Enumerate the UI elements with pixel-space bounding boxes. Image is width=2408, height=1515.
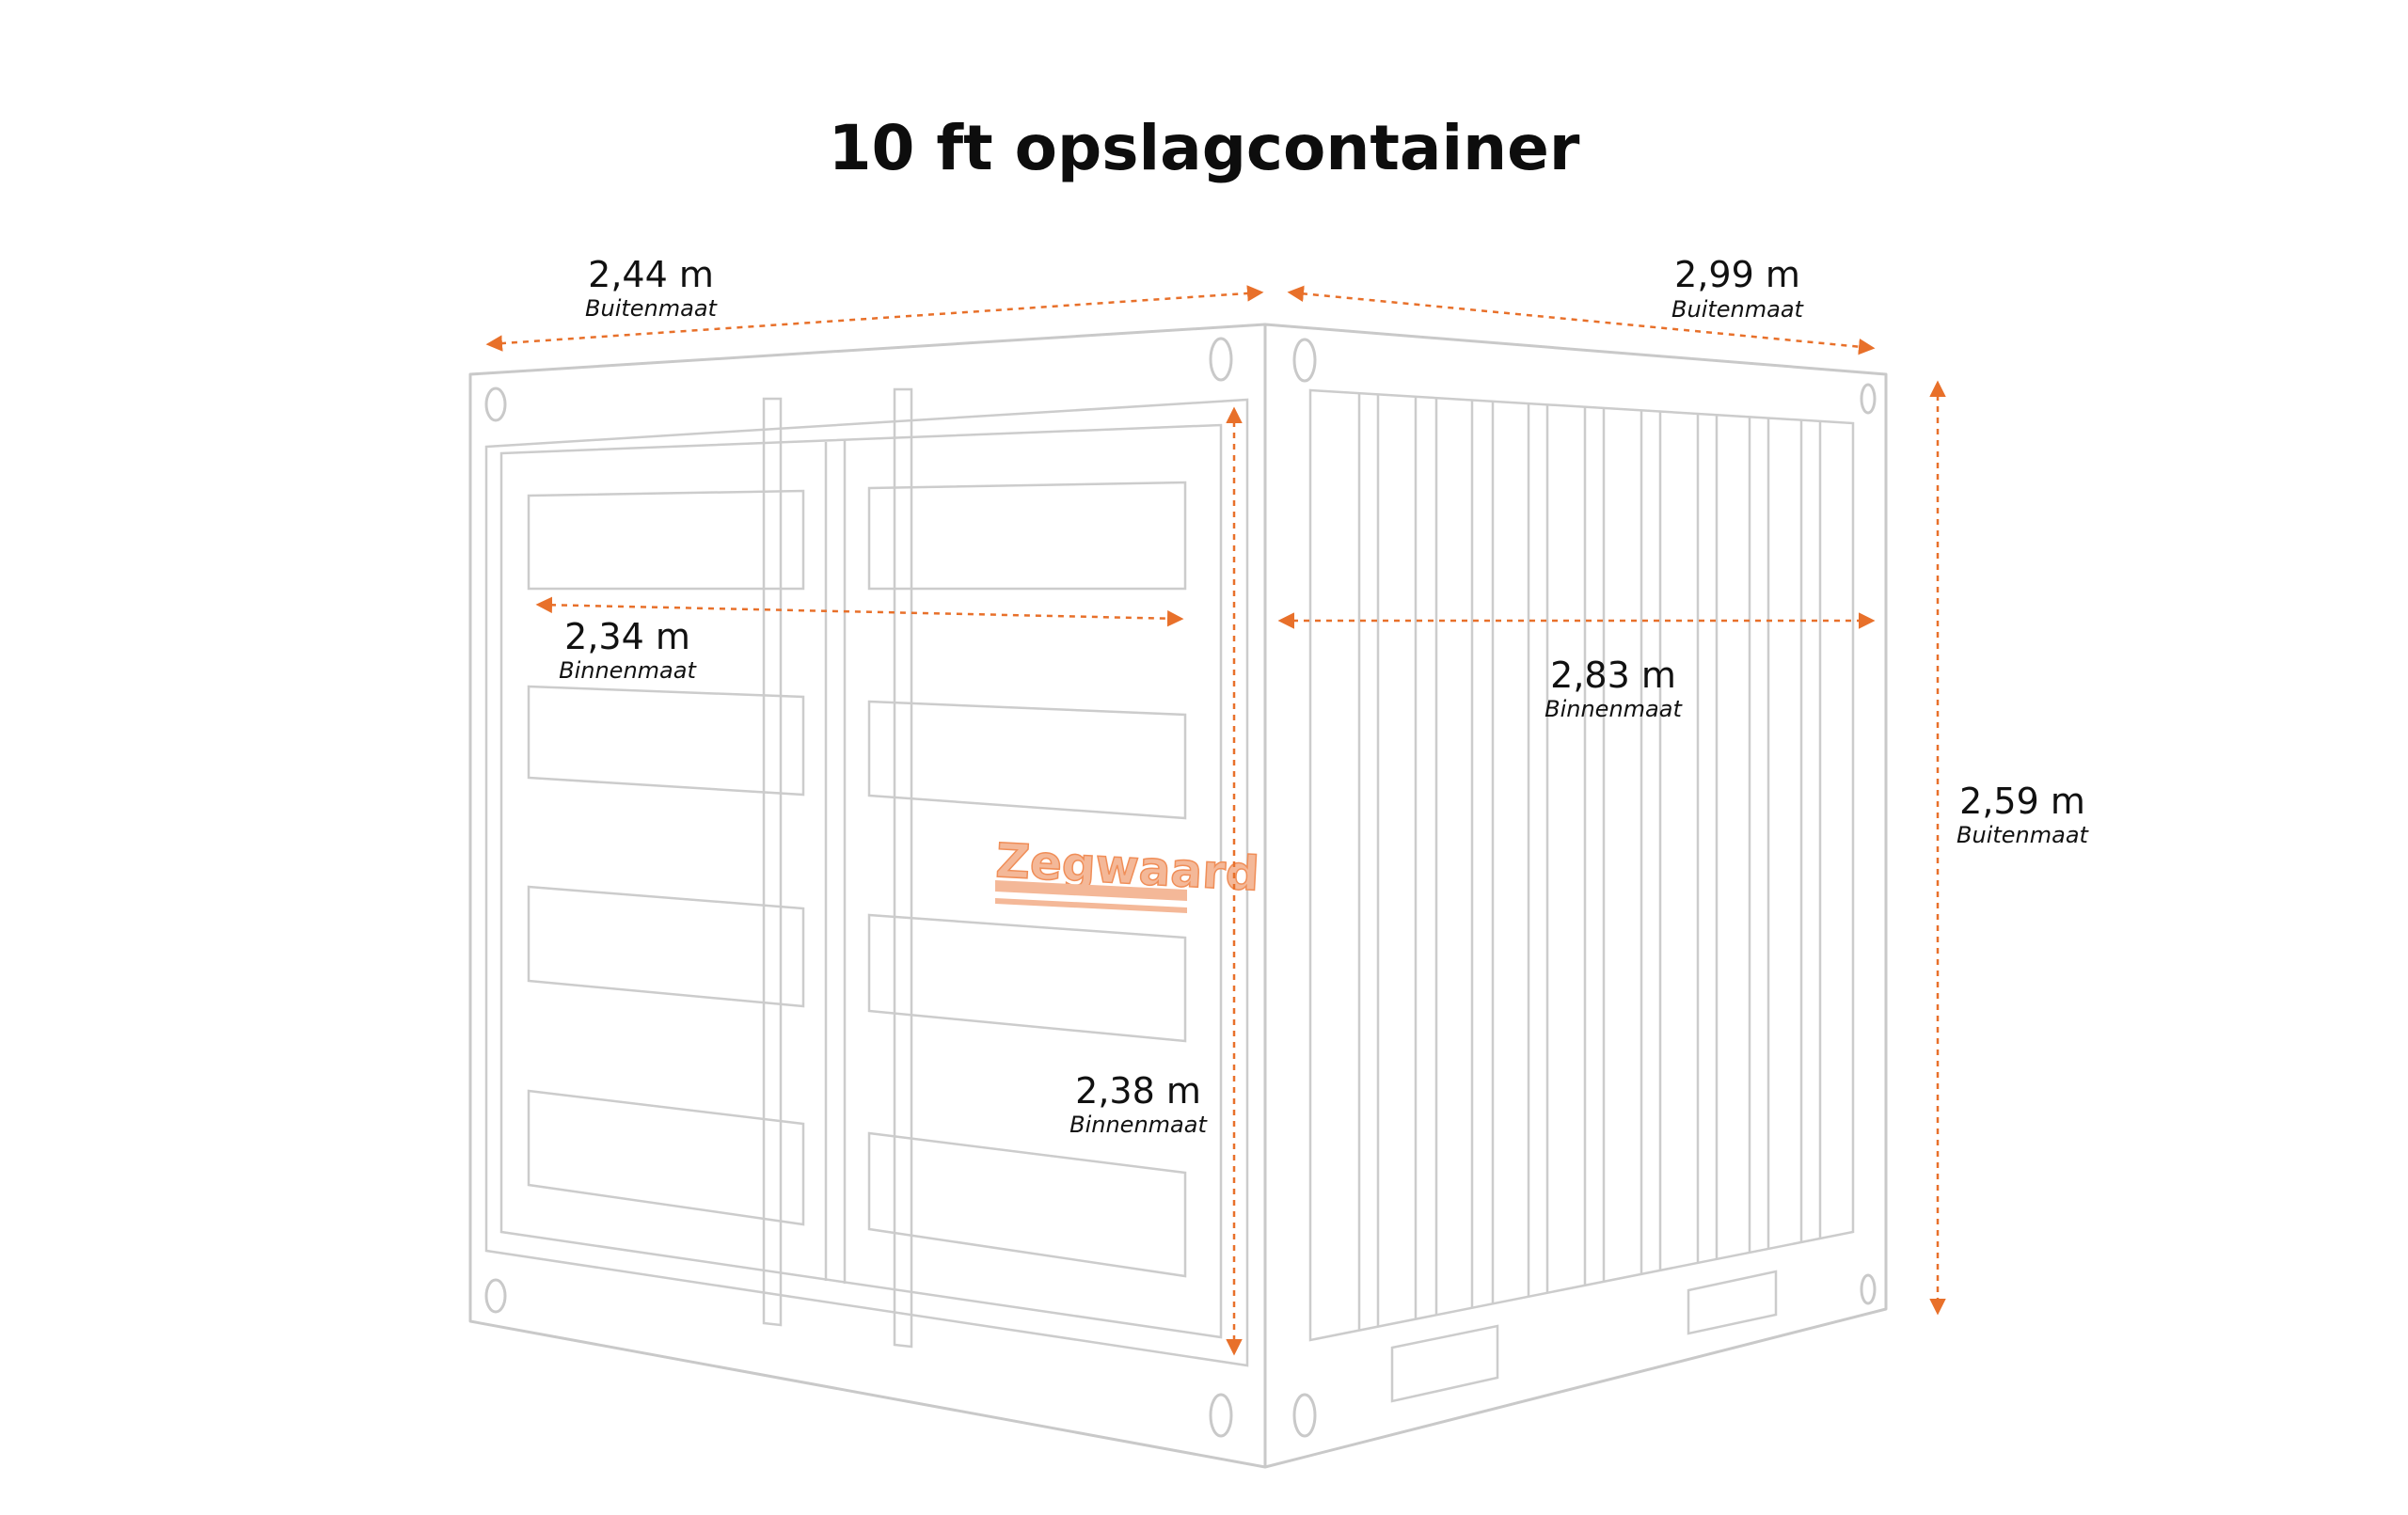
dimension-kind: Buitenmaat [585,295,719,322]
container-side-panel [1308,388,1855,1403]
diagram-title: 10 ft opslagcontainer [829,112,1580,184]
dimension-line-length-outer [1287,285,1876,355]
dimension-kind: Binnenmaat [559,657,697,684]
locking-bar [762,397,783,1327]
dimension-value: 2,38 m [1075,1070,1201,1112]
container-illustration: Zegwaard [468,323,1888,1469]
container-doors [484,387,1249,1367]
dimension-label-height-outer: 2,59 m Buitenmaat [1956,781,2090,848]
forklift-pocket [1687,1270,1778,1335]
dimension-label-length-outer: 2,99 m Buitenmaat [1671,254,1805,323]
dimension-value: 2,44 m [588,254,714,295]
zegwaard-logo: Zegwaard [994,832,1261,913]
dimension-value: 2,59 m [1959,781,2085,822]
forklift-pocket [1390,1324,1499,1403]
dimension-lines [485,285,1946,1356]
dimension-label-length-inner: 2,83 m Binnenmaat [1545,655,1683,722]
dimension-label-width-inner: 2,34 m Binnenmaat [559,616,697,684]
dimension-label-width-outer: 2,44 m Buitenmaat [585,254,719,322]
dimension-value: 2,99 m [1674,254,1800,295]
locking-bar [893,387,913,1349]
dimension-line-width-outer [485,285,1264,352]
logo-stripe [995,880,1187,901]
dimension-kind: Buitenmaat [1671,296,1805,323]
dimension-line-width-inner [535,596,1184,627]
dimension-kind: Binnenmaat [1545,696,1683,722]
dimension-value: 2,83 m [1550,655,1676,696]
container-side-face [1263,323,1888,1469]
dimension-kind: Buitenmaat [1956,822,2090,848]
dimension-kind: Binnenmaat [1069,1112,1208,1138]
dimension-label-height-inner: 2,38 m Binnenmaat [1069,1070,1208,1138]
dimension-value: 2,34 m [564,616,690,657]
logo-stripe [995,898,1187,913]
